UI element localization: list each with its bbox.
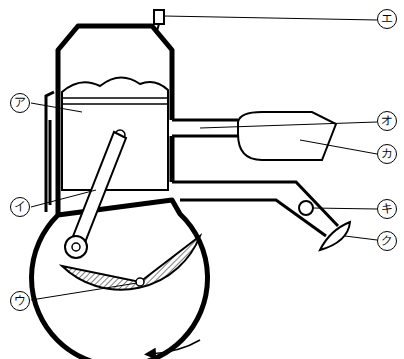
callout-label: エ — [377, 9, 397, 29]
crank-web — [62, 236, 200, 290]
callout-label: イ — [10, 197, 30, 217]
leader-line — [313, 208, 377, 209]
callout-label: ウ — [10, 291, 30, 311]
spark-plug-tip — [156, 24, 159, 34]
piston-ring — [62, 97, 168, 99]
intake-pipe — [172, 182, 338, 236]
leader-line — [31, 190, 96, 207]
leader-line — [345, 236, 377, 240]
crank-pin-hole — [72, 243, 80, 251]
callout-label: カ — [377, 144, 397, 164]
engine-housing — [32, 26, 208, 359]
crank-pin — [65, 236, 87, 258]
crankshaft — [136, 278, 144, 286]
piston-ring — [62, 103, 168, 105]
callout-label: オ — [377, 111, 397, 131]
transfer-port — [46, 92, 54, 212]
rotation-arrow — [150, 340, 200, 354]
leader-lines — [31, 16, 377, 300]
leader-line — [31, 283, 137, 300]
spark-plug — [154, 10, 164, 24]
leader-line — [31, 103, 82, 112]
callout-label: ク — [377, 231, 397, 251]
connecting-rod — [70, 132, 126, 250]
leader-line — [164, 16, 377, 20]
reed-valve — [299, 201, 313, 215]
leader-line — [300, 140, 377, 154]
callout-label: キ — [377, 199, 397, 219]
callout-label: ア — [10, 93, 30, 113]
leader-line — [200, 122, 377, 128]
transfer-passage — [49, 120, 52, 205]
muffler — [238, 112, 336, 160]
